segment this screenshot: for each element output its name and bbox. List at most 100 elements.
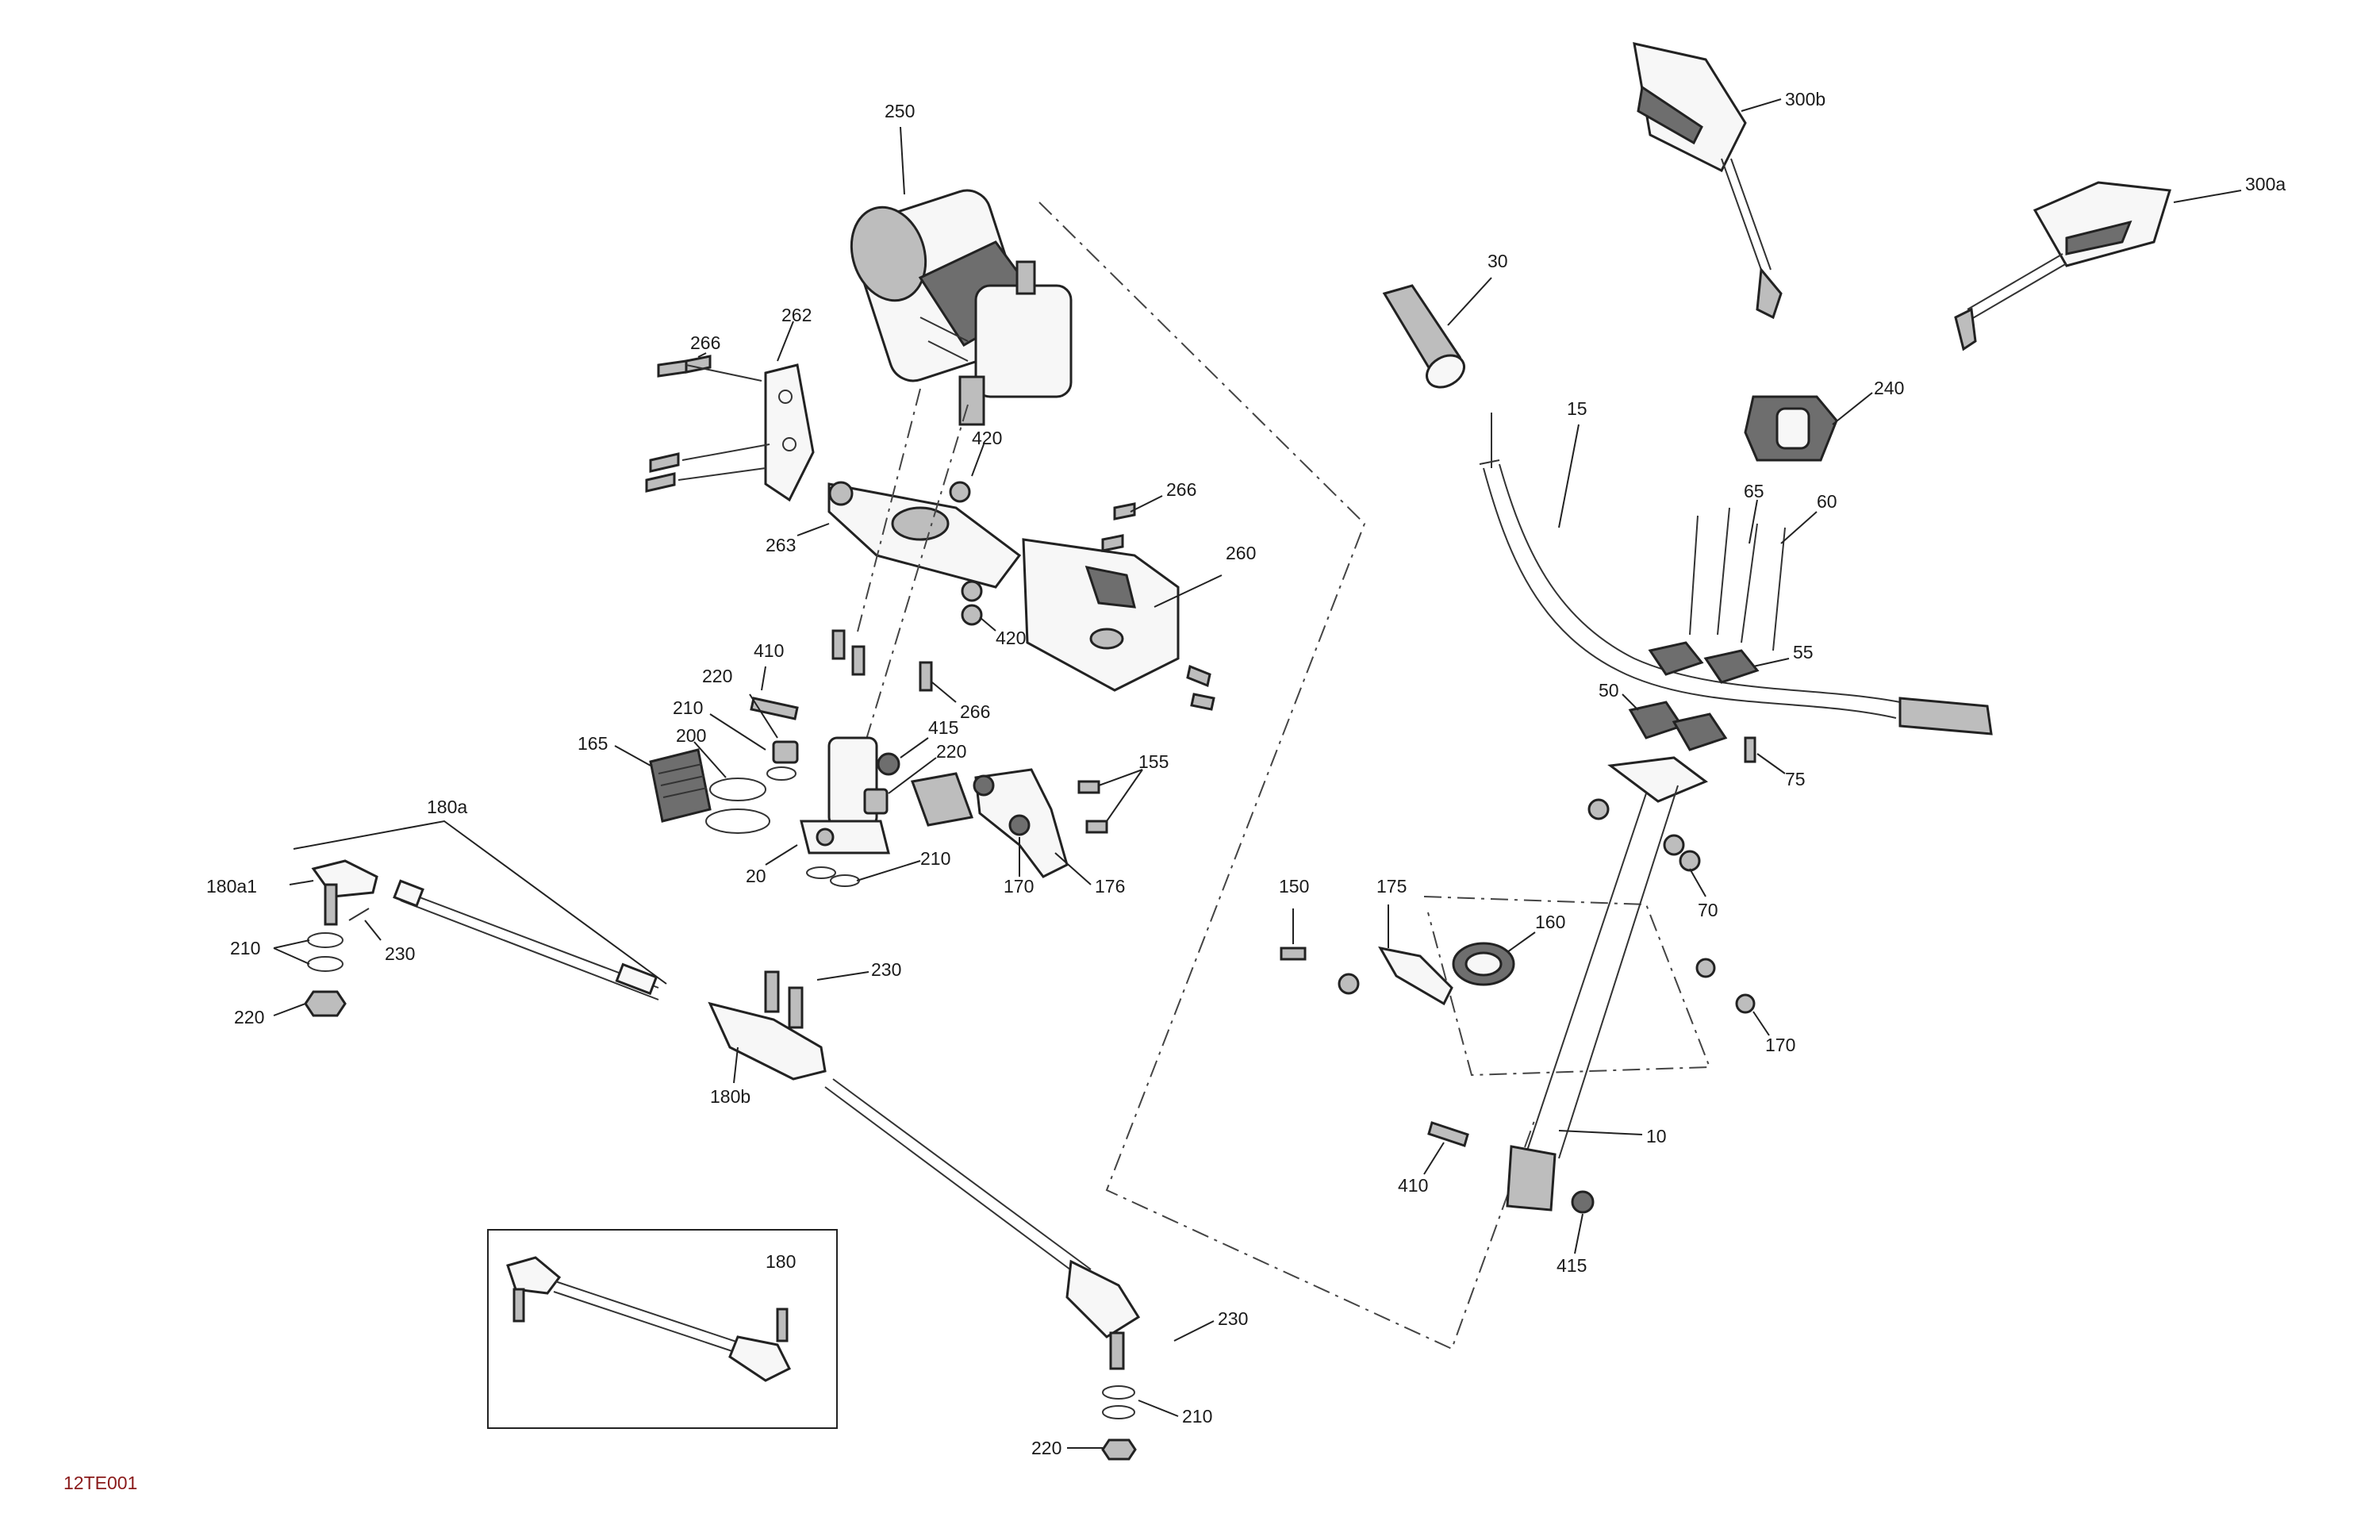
leader-210a [709,713,766,751]
leader-250 [900,126,905,195]
assembly-boundary-dashed [1038,202,1536,1350]
leader-10 [1558,1130,1643,1135]
callout-60: 60 [1817,491,1837,512]
callout-10: 10 [1646,1126,1667,1146]
leader-155a [1098,769,1143,786]
callout-55: 55 [1793,642,1814,662]
callout-410a: 410 [754,640,784,661]
figure-code: 12TE001 [63,1473,137,1493]
callout-266b: 266 [1166,479,1196,500]
callout-160: 160 [1535,912,1565,932]
callout-410b: 410 [1398,1175,1428,1196]
nut-220-left-part [304,990,347,1017]
callout-165: 165 [578,733,608,754]
bolts-266-right-part [831,502,1215,711]
callout-420b: 420 [996,628,1026,648]
callout-30: 30 [1488,251,1508,271]
callout-230b: 230 [871,959,901,980]
leader-415b [1574,1213,1583,1254]
bushing-half-part [910,772,974,827]
leader-266b [1130,495,1163,513]
screw-75-part [1744,736,1756,763]
leader-170b [1752,1011,1770,1036]
bolt-410-part [750,697,799,720]
callout-15: 15 [1567,398,1587,419]
callout-155: 155 [1138,751,1169,772]
bracket-262-part [764,363,815,502]
leader-210c-a [273,939,310,949]
leader-266a [697,352,707,358]
callout-150: 150 [1279,876,1309,897]
callout-180: 180 [766,1251,796,1272]
callout-220c: 220 [234,1007,264,1027]
bolts-65-60-part [1689,507,1786,651]
inset-frame-180 [487,1229,838,1429]
leader-165 [614,745,651,766]
bolt-centerline [856,388,921,636]
grommet-160-part [1452,942,1515,986]
mirror-300a-part [1954,181,2171,351]
leader-262 [777,321,794,362]
power-steering-unit-part [850,189,1073,426]
nut-415-part [877,752,900,776]
bracket-263-part [827,481,1022,589]
leader-75 [1756,753,1786,774]
callout-300a: 300a [2245,174,2286,194]
steering-column-10-part [1506,756,1708,1212]
callout-176: 176 [1095,876,1125,897]
leader-240 [1832,392,1873,425]
leader-160 [1507,931,1536,953]
leader-300a [2173,190,2242,203]
callout-210d: 210 [1182,1406,1212,1427]
callout-230c: 230 [1218,1308,1248,1329]
nut-220-washer-210-part [766,740,799,781]
leader-200 [693,741,727,778]
callout-262: 262 [781,305,812,325]
nut-170-right-part [1695,958,1756,1014]
callout-65: 65 [1744,481,1764,501]
bolt-150-part [1280,947,1307,961]
clamps-55-part [1648,641,1760,684]
leader-230a [364,920,382,941]
bolts-155-part [1077,780,1108,834]
callout-266a: 266 [690,332,720,353]
nuts-70-part [1587,798,1701,872]
leader-415a [900,737,929,758]
tie-rod-assembly-180-part [506,1256,792,1382]
callout-260: 260 [1226,543,1256,563]
mirror-300b-part [1633,42,1783,320]
callout-70: 70 [1698,900,1718,920]
leader-420a [971,444,985,477]
leader-180a1 [289,880,314,885]
callout-220d: 220 [1031,1438,1061,1458]
washers-210-part [806,866,860,887]
callout-20: 20 [746,866,766,886]
callout-240: 240 [1874,378,1904,398]
bracket-175-part [1338,946,1453,1006]
washers-210-left-part [307,932,344,972]
callout-220b: 220 [936,741,966,762]
leader-410a [761,666,766,691]
leader-176 [1054,852,1092,885]
grip-30-part [1382,284,1465,389]
callout-210c: 210 [230,938,260,958]
tie-rod-180b-part [708,970,1141,1370]
column-centerline [832,404,969,850]
callout-415a: 415 [928,717,958,738]
callout-266c: 266 [960,701,990,722]
leader-20 [765,844,798,866]
leader-263 [797,523,830,536]
callout-180a: 180a [427,797,467,817]
leader-230c [1173,1320,1215,1342]
leader-180a [293,820,667,985]
callout-180b: 180b [710,1086,750,1107]
leader-15 [1558,424,1580,528]
leader-70 [1689,868,1706,897]
leader-220a [749,693,778,739]
leader-300b [1741,98,1782,112]
callout-250: 250 [885,101,915,121]
callout-230a: 230 [385,943,415,964]
leader-420b [979,616,996,632]
leader-50 [1622,693,1639,711]
leader-410b [1423,1142,1445,1175]
